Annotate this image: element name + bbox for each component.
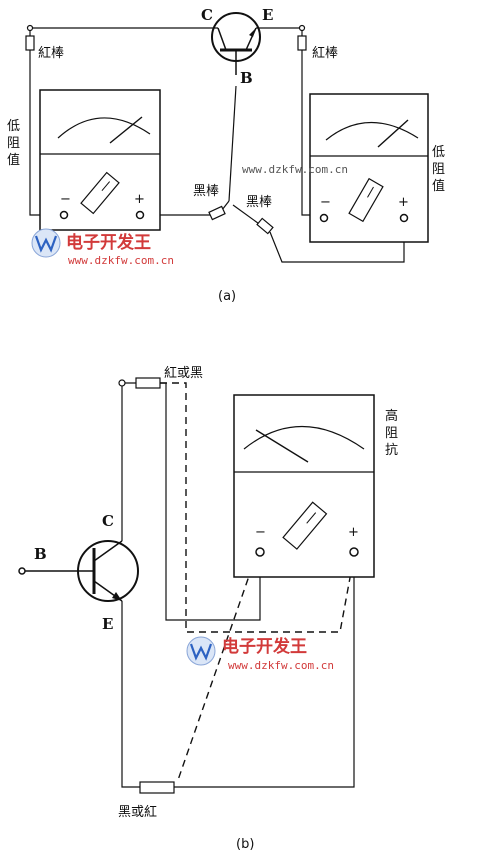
bottom-probe-label: 黑或紅 xyxy=(118,805,157,820)
left-meter-scale xyxy=(57,117,151,139)
watermark-url-a: www.dzkfw.com.cn xyxy=(68,254,174,267)
right-meter-scale xyxy=(325,121,419,141)
black-probe-right-label: 黑棒 xyxy=(246,195,272,210)
left-meter-plus-terminal[interactable] xyxy=(135,210,145,220)
panel-a-caption: (a) xyxy=(218,289,236,304)
right-meter-plus-label: + xyxy=(398,195,409,210)
panel-b-caption: (b) xyxy=(236,837,254,852)
transistor-b-emitter-label: E xyxy=(102,615,113,633)
transistor-a: C E B xyxy=(201,6,273,87)
right-meter-minus-label: − xyxy=(320,195,331,210)
dashed-paths-b xyxy=(160,382,355,781)
left-meter-minus-label: − xyxy=(60,192,71,207)
right-probe-resistor xyxy=(297,35,307,51)
panel-b: C E B 紅或黑 黑或紅 xyxy=(18,366,402,852)
black-probe-right-resistor xyxy=(256,217,274,235)
meter-b-needle xyxy=(255,429,309,463)
top-probe-resistor xyxy=(135,377,161,389)
black-probe-left-resistor xyxy=(208,205,226,221)
watermark-name-a: 电子开发王 xyxy=(66,232,151,253)
watermark-logo-icon xyxy=(31,228,61,258)
top-probe-label: 紅或黑 xyxy=(164,366,203,381)
watermark-a: www.dzkfw.com.cn 电子开发王 www.dzkfw.com.cn xyxy=(31,163,348,267)
right-probe-label: 紅棒 xyxy=(312,46,338,61)
left-probe-resistor xyxy=(25,35,35,51)
meter-b-side-label: 高 阻 抗 xyxy=(385,408,402,458)
transistor-b: C E B xyxy=(18,512,139,633)
right-meter: − + xyxy=(309,93,429,243)
meter-b-plus-label: + xyxy=(348,525,359,540)
left-meter: − + xyxy=(39,89,161,231)
left-meter-knob[interactable] xyxy=(80,171,120,215)
left-meter-plus-label: + xyxy=(134,192,145,207)
meter-b-scale xyxy=(243,425,365,450)
left-probe-label: 紅棒 xyxy=(38,46,64,61)
right-meter-plus-terminal[interactable] xyxy=(399,213,409,223)
panel-a: C E B 紅棒 xyxy=(7,6,449,304)
transistor-b-base-terminal[interactable] xyxy=(18,567,26,575)
left-meter-minus-terminal[interactable] xyxy=(59,210,69,220)
right-meter-knob[interactable] xyxy=(348,177,384,223)
meter-b-minus-label: − xyxy=(255,525,266,540)
right-meter-minus-terminal[interactable] xyxy=(319,213,329,223)
left-meter-needle xyxy=(109,116,143,144)
transistor-a-base-label: B xyxy=(240,69,253,87)
watermark-url-grey: www.dzkfw.com.cn xyxy=(242,163,348,176)
right-meter-side-label: 低 阻 值 xyxy=(432,145,449,194)
watermark-url-b: www.dzkfw.com.cn xyxy=(228,659,334,672)
watermark-name-b: 电子开发王 xyxy=(222,636,307,657)
meter-b-knob[interactable] xyxy=(282,501,328,550)
transistor-b-base-label: B xyxy=(34,545,47,563)
transistor-a-collector-label: C xyxy=(201,6,213,24)
meter-b-plus-terminal[interactable] xyxy=(349,547,359,557)
meter-b: − + xyxy=(233,394,375,578)
transistor-b-collector-label: C xyxy=(102,512,114,530)
bottom-probe-resistor xyxy=(139,781,175,794)
watermark-b: 电子开发王 www.dzkfw.com.cn xyxy=(186,636,334,672)
meter-b-minus-terminal[interactable] xyxy=(255,547,265,557)
watermark-logo-icon xyxy=(186,636,216,666)
left-meter-side-label: 低 阻 值 xyxy=(7,119,24,168)
right-meter-needle xyxy=(377,119,409,148)
transistor-a-emitter-label: E xyxy=(262,6,273,24)
black-probe-left-label: 黑棒 xyxy=(193,184,219,199)
